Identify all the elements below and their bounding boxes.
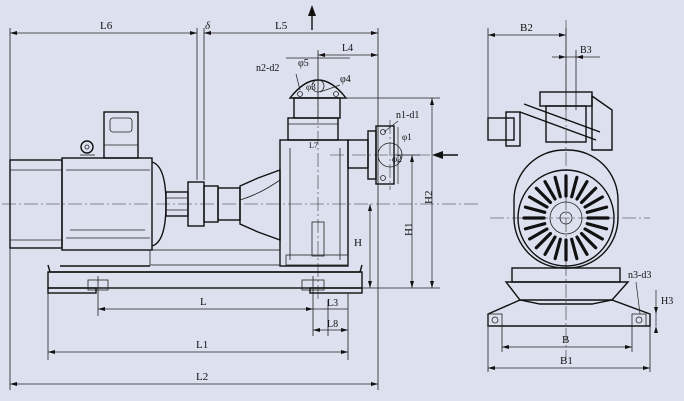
label-phi5: φ5 (298, 58, 309, 69)
label-b1: B1 (560, 355, 573, 367)
label-b3: B3 (580, 45, 592, 56)
side-view: B2 B3 (487, 20, 673, 372)
dim-l8: L8 (313, 319, 348, 332)
label-phi2: φ2 (392, 154, 402, 164)
cooling-fin (585, 222, 609, 231)
dim-h2: H2 (423, 98, 435, 288)
cooling-fin (585, 205, 609, 214)
cooling-fin (583, 227, 604, 241)
label-l1: L1 (196, 339, 208, 351)
label-l2: L2 (196, 371, 208, 383)
outlet-direction-arrow (308, 5, 316, 30)
cooling-fin (570, 237, 579, 261)
label-l4: L4 (342, 43, 353, 54)
dim-l: L (98, 296, 313, 311)
dim-l5: L5 (204, 20, 378, 35)
cooling-fin (553, 237, 562, 261)
label-l6: L6 (100, 20, 113, 32)
dim-l4: L4 (318, 43, 378, 57)
label-l: L (200, 296, 207, 308)
cooling-fin (575, 235, 589, 256)
cooling-fin (528, 195, 549, 209)
label-l5: L5 (275, 20, 288, 32)
label-n1d1: n1-d1 (396, 110, 419, 121)
cooling-fin (523, 222, 547, 231)
dim-h: H (354, 204, 372, 288)
label-phi4: φ4 (340, 74, 351, 85)
cooling-fin (534, 231, 553, 250)
cooling-fin (553, 175, 562, 199)
dim-b1: B1 (488, 355, 650, 370)
base-plate (47, 249, 363, 300)
label-l8: L8 (327, 319, 338, 330)
cooling-fin (579, 186, 598, 205)
cooling-fin (528, 227, 549, 241)
label-n2d2: n2-d2 (256, 63, 279, 74)
dim-l6: L6 (10, 20, 197, 35)
label-h: H (354, 237, 362, 249)
label-h1: H1 (403, 223, 415, 236)
label-b: B (562, 334, 569, 346)
label-b2: B2 (520, 22, 533, 34)
cooling-fin (575, 180, 589, 201)
cooling-fin (579, 231, 598, 250)
dim-l2: L2 (10, 371, 378, 386)
cooling-fin (570, 175, 579, 199)
cooling-fin (543, 180, 557, 201)
label-l3: L3 (327, 298, 338, 309)
side-base (487, 267, 651, 327)
label-h2: H2 (423, 191, 435, 204)
cooling-fin (543, 235, 557, 256)
cooling-fin (534, 186, 553, 205)
dim-l3: L3 (313, 298, 348, 310)
dim-l1: L1 (48, 339, 348, 354)
dim-b2: B2 (488, 22, 566, 37)
label-phi3: φ3 (306, 82, 316, 92)
inlet-direction-arrow (432, 151, 458, 159)
motor (9, 111, 167, 251)
cooling-fin (583, 195, 604, 209)
side-motor (513, 149, 619, 269)
front-view: L6 δ L5 L4 (2, 5, 480, 390)
cooling-fin (523, 205, 547, 214)
label-h3: H3 (661, 296, 673, 307)
side-outlet (487, 91, 613, 151)
dim-h3: H3 (654, 290, 673, 333)
label-n3d3: n3-d3 (628, 270, 651, 281)
label-delta: δ (205, 20, 211, 32)
dim-h1: H1 (403, 155, 415, 288)
label-l7: L7 (309, 141, 318, 150)
dim-b3: B3 (552, 45, 600, 59)
dim-b: B (502, 334, 632, 349)
label-phi1: φ1 (402, 132, 412, 142)
